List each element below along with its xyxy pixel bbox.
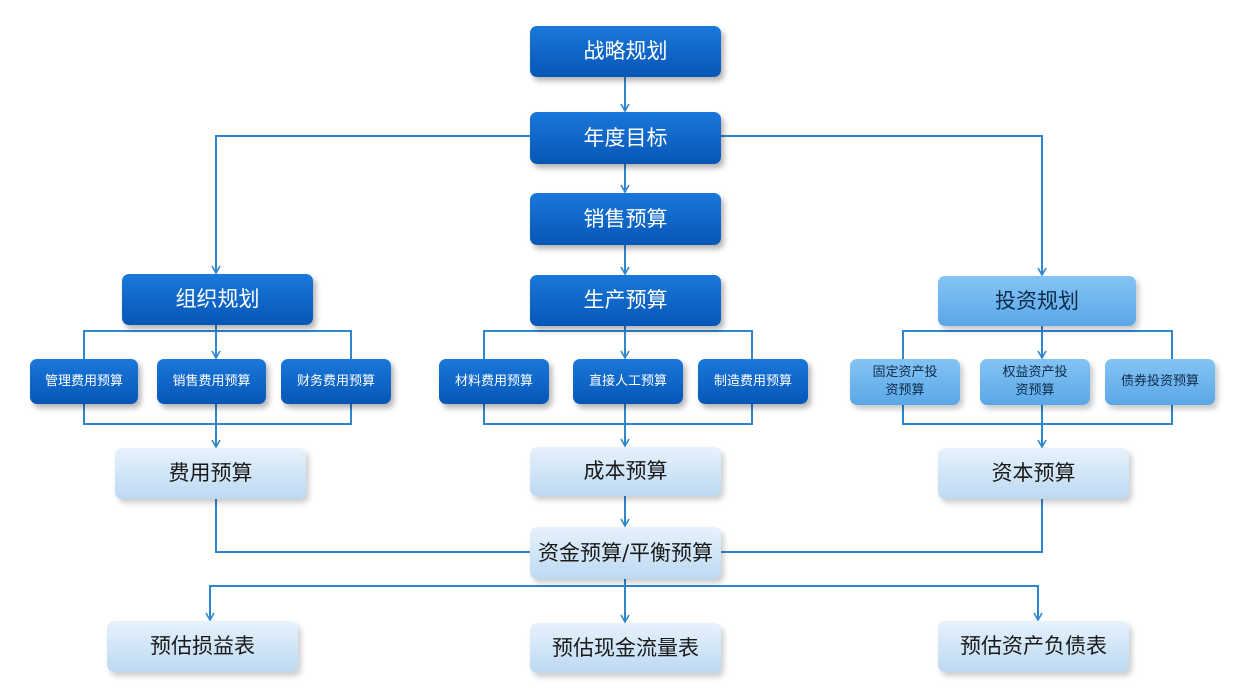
fixed-asset-investment-budget-node: 固定资产投 资预算 <box>850 359 960 405</box>
equity-investment-budget-node: 权益资产投 资预算 <box>980 359 1090 405</box>
manufacturing-cost-budget-node: 制造费用预算 <box>698 359 808 404</box>
cost-budget-node: 成本预算 <box>530 447 721 496</box>
line-expense-to-fund <box>215 499 530 553</box>
strategy-planning-node: 战略规划 <box>530 26 721 77</box>
estimated-cash-flow-statement-node: 预估现金流量表 <box>530 623 721 673</box>
material-cost-budget-node: 材料费用预算 <box>439 359 549 404</box>
line-capital-to-fund <box>720 499 1043 553</box>
sales-expense-budget-node: 销售费用预算 <box>157 359 266 404</box>
arrow-fund-to-income <box>205 585 625 622</box>
fund-balance-budget-node: 资金预算/平衡预算 <box>530 527 721 579</box>
production-budget-node: 生产预算 <box>530 275 721 326</box>
direct-labor-budget-node: 直接人工预算 <box>573 359 683 404</box>
investment-planning-node: 投资规划 <box>938 276 1136 326</box>
arrow-target-to-org <box>211 135 530 275</box>
expense-budget-node: 费用预算 <box>115 448 306 499</box>
arrow-fund-to-balance <box>625 585 1043 622</box>
management-expense-budget-node: 管理费用预算 <box>30 359 138 404</box>
org-planning-node: 组织规划 <box>122 274 313 325</box>
annual-target-node: 年度目标 <box>530 112 721 164</box>
sales-budget-node: 销售预算 <box>530 193 721 245</box>
arrow-target-to-invest <box>720 135 1047 277</box>
estimated-income-statement-node: 预估损益表 <box>107 621 298 672</box>
estimated-balance-sheet-node: 预估资产负债表 <box>938 621 1129 672</box>
finance-expense-budget-node: 财务费用预算 <box>281 359 391 404</box>
bond-investment-budget-node: 债券投资预算 <box>1105 359 1215 405</box>
capital-budget-node: 资本预算 <box>938 448 1129 499</box>
